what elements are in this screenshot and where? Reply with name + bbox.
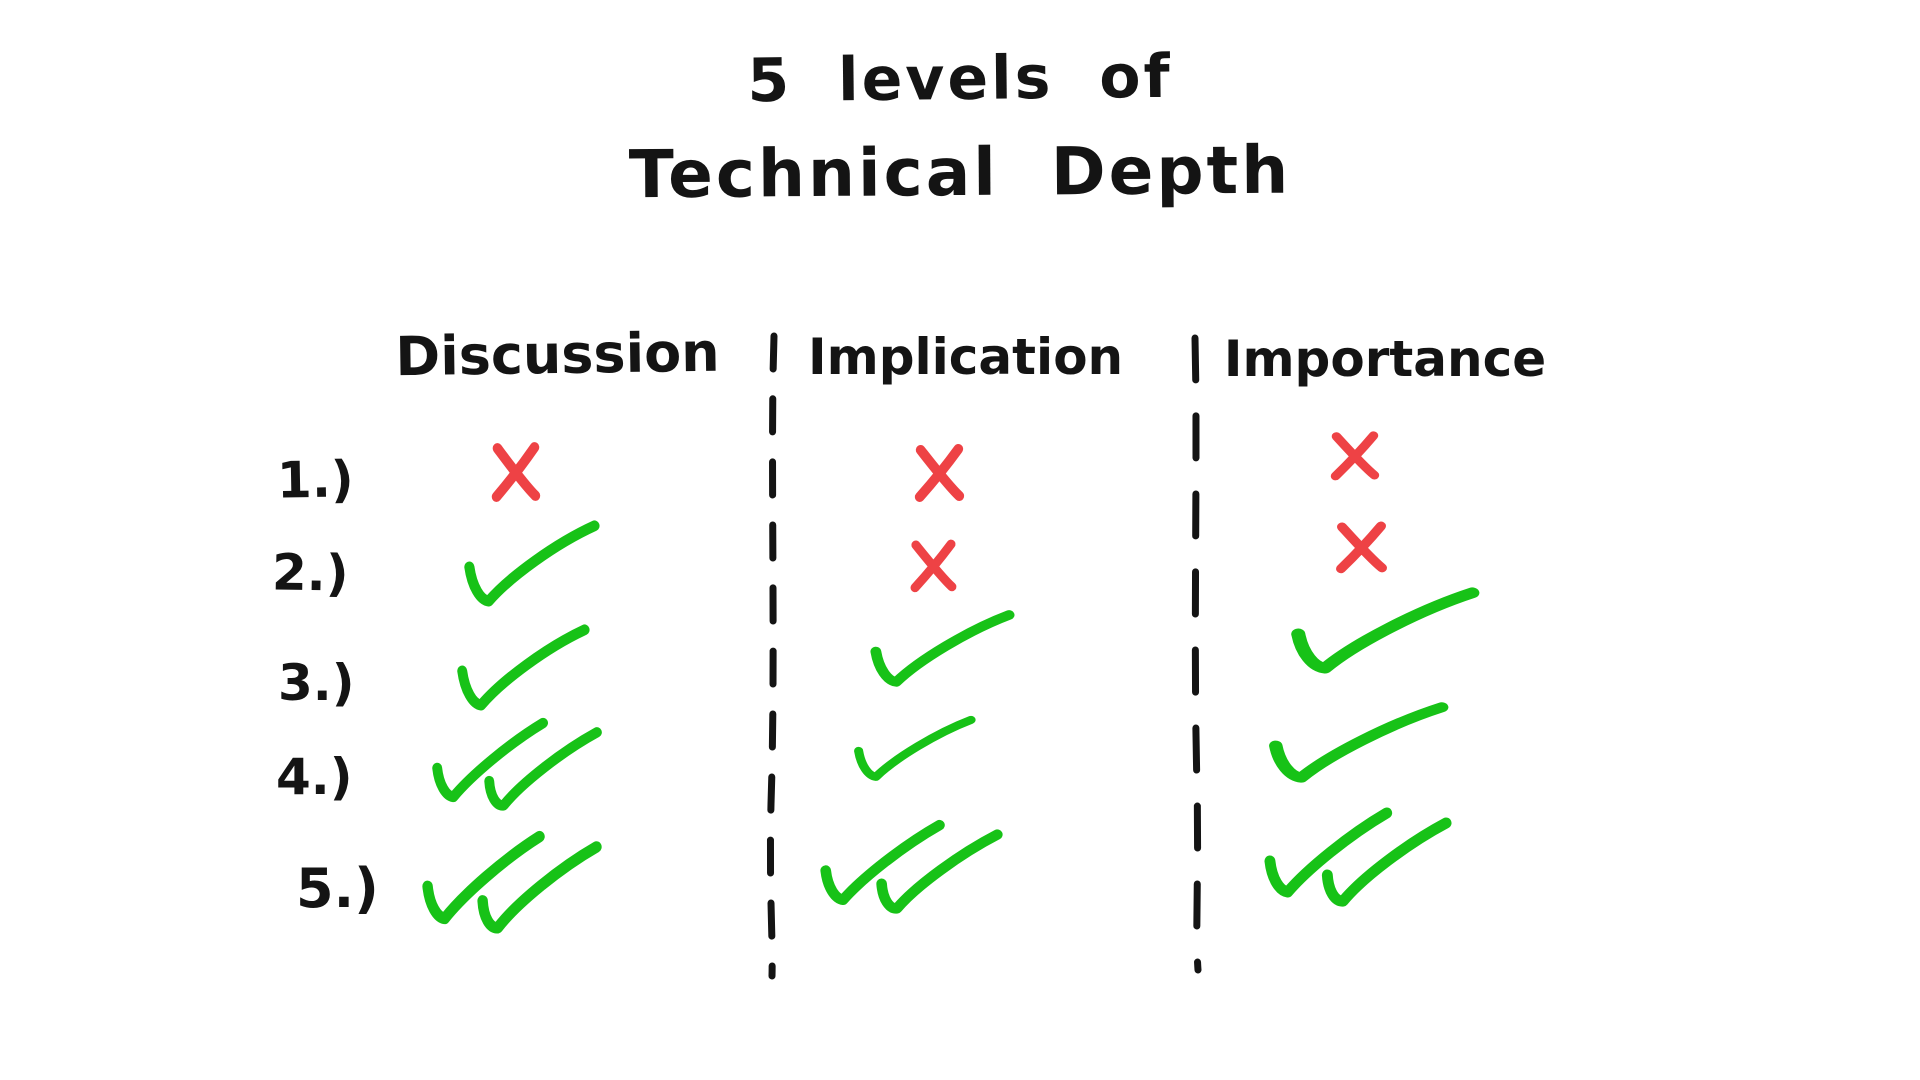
row-label-1: 1.) (276, 450, 355, 510)
mark-importance-row2 (1331, 518, 1391, 575)
double-check-icon (1264, 807, 1452, 907)
mark-importance-row1 (1326, 428, 1383, 482)
column-header-implication: Implication (808, 328, 1124, 386)
mark-importance-row3 (1288, 585, 1480, 675)
check-icon (870, 610, 1015, 687)
column-divider-2 (1191, 334, 1202, 974)
mark-implication-row1 (910, 440, 968, 504)
cross-icon (1336, 521, 1387, 574)
mark-discussion-row5 (420, 820, 605, 934)
mark-discussion-row3 (455, 622, 590, 712)
mark-implication-row5 (818, 810, 1006, 914)
mark-importance-row5 (1262, 797, 1455, 907)
mark-discussion-row1 (487, 438, 544, 504)
mark-discussion-row2 (462, 518, 600, 608)
column-header-importance: Importance (1223, 330, 1547, 388)
cross-icon (914, 444, 965, 502)
double-check-icon (820, 819, 1003, 914)
diagram-title: 5 levels of Technical Depth (628, 41, 1292, 214)
check-icon (854, 715, 976, 781)
column-header-discussion: Discussion (394, 320, 721, 389)
check-icon (1269, 702, 1449, 783)
mark-implication-row4 (852, 714, 976, 782)
row-label-5: 5.) (296, 857, 379, 920)
row-label-4: 4.) (276, 748, 353, 806)
double-check-icon (432, 717, 602, 811)
check-icon (457, 624, 590, 711)
row-label-3: 3.) (278, 654, 355, 712)
check-icon (1291, 587, 1480, 674)
mark-importance-row4 (1266, 700, 1449, 784)
mark-implication-row2 (906, 536, 960, 594)
mark-implication-row3 (868, 608, 1015, 688)
mark-discussion-row4 (430, 708, 605, 811)
title-line-2: Technical Depth (628, 131, 1292, 214)
cross-icon (491, 442, 541, 502)
cross-icon (1330, 431, 1380, 481)
column-divider-1 (766, 332, 778, 980)
cross-icon (910, 539, 957, 593)
row-label-2: 2.) (271, 543, 350, 603)
check-icon (464, 520, 600, 607)
title-line-1: 5 levels of (747, 41, 1173, 117)
double-check-icon (422, 830, 602, 934)
